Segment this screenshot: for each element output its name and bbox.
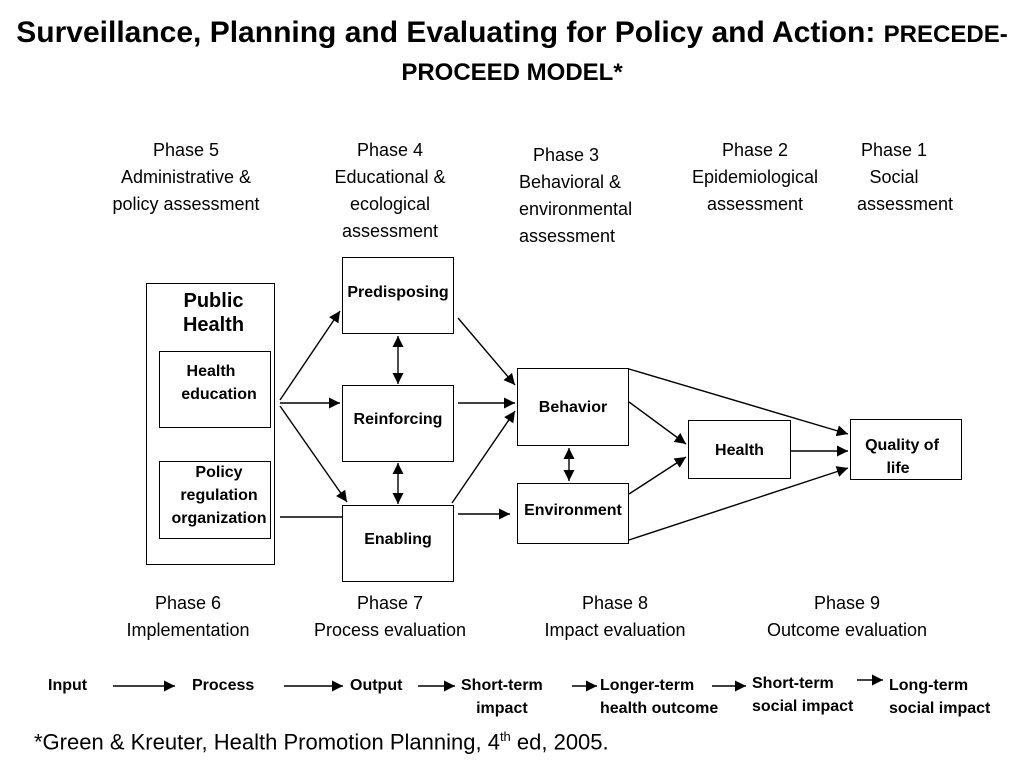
phase-1-text-2: assessment bbox=[856, 194, 954, 214]
step-longer-term-health-outcome: Longer-term health outcome bbox=[600, 674, 718, 720]
phase-7-number: Phase 7 bbox=[356, 593, 424, 613]
phase-9-label: Phase 9 Outcome evaluation bbox=[742, 590, 952, 644]
step-short-social-1: Short-term bbox=[752, 675, 834, 692]
step-long-social-1: Long-term bbox=[889, 677, 969, 694]
phase-4-label: Phase 4 Educational & ecological assessm… bbox=[300, 137, 480, 245]
phase-5-number: Phase 5 bbox=[152, 140, 220, 160]
phase-3-text-3: assessment bbox=[519, 226, 616, 246]
step-input: Input bbox=[48, 674, 87, 697]
phase-6-text: Implementation bbox=[126, 620, 250, 640]
phase-3-text-1: Behavioral & bbox=[519, 172, 622, 192]
phase-1-label: Phase 1 Social assessment bbox=[840, 137, 970, 218]
quality-of-life-label: Quality of life bbox=[850, 434, 954, 480]
policy-label-1: Policy bbox=[195, 464, 243, 481]
title-model-part1: PRECEDE- bbox=[883, 21, 1008, 48]
reinforcing-box bbox=[342, 385, 454, 462]
arrow-environment-to-quality bbox=[628, 466, 849, 541]
phase-3-text-2: environmental bbox=[519, 199, 633, 219]
citation-text-end: ed, 2005. bbox=[510, 729, 609, 755]
phase-7-text: Process evaluation bbox=[313, 620, 467, 640]
phase-8-label: Phase 8 Impact evaluation bbox=[520, 590, 710, 644]
health-education-label-2: education bbox=[181, 386, 257, 403]
step-short-term-impact-2: impact bbox=[476, 700, 528, 717]
citation: *Green & Kreuter, Health Promotion Plann… bbox=[34, 722, 609, 757]
phase-3-label: Phase 3 Behavioral & environmental asses… bbox=[519, 142, 632, 250]
arrow-enabling-to-behavior bbox=[451, 410, 516, 504]
step-short-term-impact: Short-term impact bbox=[461, 674, 543, 720]
environment-label: Environment bbox=[524, 502, 622, 519]
public-health-label-1: Public bbox=[183, 290, 244, 312]
citation-text: *Green & Kreuter, Health Promotion Plann… bbox=[34, 729, 500, 755]
phase-9-text: Outcome evaluation bbox=[766, 620, 928, 640]
behavior-box bbox=[517, 368, 629, 446]
phase-5-text-1: Administrative & bbox=[120, 167, 252, 187]
phase-1-number: Phase 1 bbox=[860, 140, 928, 160]
arrow-public-health-to-predisposing bbox=[279, 310, 341, 401]
predisposing-box bbox=[342, 257, 454, 334]
step-short-social-2: social impact bbox=[752, 698, 854, 715]
phase-7-label: Phase 7 Process evaluation bbox=[295, 590, 485, 644]
step-process: Process bbox=[192, 674, 254, 697]
phase-2-number: Phase 2 bbox=[721, 140, 789, 160]
public-health-label-2: Health bbox=[182, 314, 245, 336]
enabling-label: Enabling bbox=[364, 531, 432, 548]
step-short-term-social-impact: Short-term social impact bbox=[752, 672, 853, 718]
policy-regulation-box bbox=[159, 461, 271, 539]
phase-5-text-2: policy assessment bbox=[112, 194, 260, 214]
arrow-environment-to-health bbox=[628, 456, 687, 495]
phase-4-text-2: ecological bbox=[349, 194, 431, 214]
title-line-1: Surveillance, Planning and Evaluating fo… bbox=[0, 14, 1024, 54]
step-long-term-social-impact: Long-term social impact bbox=[889, 674, 990, 720]
phase-2-text-1: Epidemiological bbox=[691, 167, 819, 187]
page-title: Surveillance, Planning and Evaluating fo… bbox=[0, 14, 1024, 92]
phase-2-label: Phase 2 Epidemiological assessment bbox=[670, 137, 840, 218]
quality-of-life-box bbox=[850, 419, 962, 480]
health-education-label: Health education bbox=[159, 360, 271, 406]
health-education-box bbox=[159, 351, 271, 428]
policy-regulation-label: Policy regulation organization bbox=[159, 461, 279, 530]
health-label: Health bbox=[715, 442, 764, 459]
step-long-social-2: social impact bbox=[889, 700, 991, 717]
health-education-label-1: Health bbox=[186, 363, 236, 380]
reinforcing-label: Reinforcing bbox=[353, 411, 443, 428]
phase-9-number: Phase 9 bbox=[813, 593, 881, 613]
step-output-text: Output bbox=[350, 677, 403, 694]
policy-label-2: regulation bbox=[180, 487, 258, 504]
phase-4-text-1: Educational & bbox=[334, 167, 446, 187]
step-output: Output bbox=[350, 674, 402, 697]
phase-6-number: Phase 6 bbox=[154, 593, 222, 613]
environment-box bbox=[517, 483, 629, 544]
arrow-predisposing-to-behavior bbox=[457, 317, 516, 386]
health-box bbox=[688, 420, 791, 479]
step-longer-term-2: health outcome bbox=[600, 700, 719, 717]
policy-label-3: organization bbox=[171, 510, 267, 527]
public-health-label: Public Health bbox=[146, 289, 281, 337]
arrow-behavior-to-quality bbox=[628, 368, 849, 437]
phase-6-label: Phase 6 Implementation bbox=[98, 590, 278, 644]
phase-4-number: Phase 4 bbox=[356, 140, 424, 160]
predisposing-label: Predisposing bbox=[347, 284, 449, 301]
step-process-text: Process bbox=[192, 677, 255, 694]
phase-3-number: Phase 3 bbox=[533, 145, 600, 165]
phase-8-number: Phase 8 bbox=[581, 593, 649, 613]
arrow-behavior-to-health bbox=[628, 401, 687, 445]
arrow-public-health-to-enabling bbox=[279, 405, 348, 503]
phase-4-text-3: assessment bbox=[341, 221, 439, 241]
phase-2-text-2: assessment bbox=[706, 194, 804, 214]
title-main: Surveillance, Planning and Evaluating fo… bbox=[16, 16, 876, 49]
phase-8-text: Impact evaluation bbox=[544, 620, 686, 640]
phase-1-text-1: Social bbox=[869, 167, 919, 187]
phase-5-label: Phase 5 Administrative & policy assessme… bbox=[96, 137, 276, 218]
behavior-label: Behavior bbox=[538, 399, 608, 416]
quality-label-1: Quality of bbox=[865, 437, 939, 454]
title-model-part2: PROCEED MODEL* bbox=[401, 59, 623, 86]
step-short-term-impact-1: Short-term bbox=[461, 677, 543, 694]
quality-label-2: life bbox=[886, 460, 910, 477]
step-longer-term-1: Longer-term bbox=[600, 677, 695, 694]
enabling-box bbox=[342, 505, 454, 582]
step-input-text: Input bbox=[48, 677, 88, 694]
citation-superscript: th bbox=[499, 729, 511, 744]
